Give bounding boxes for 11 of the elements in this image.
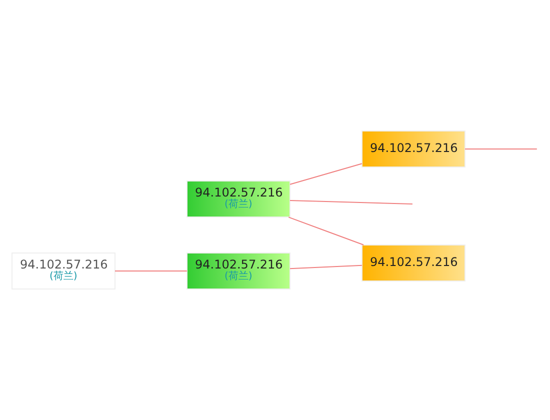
node-box: 94.102.57.216 (荷兰) — [186, 180, 290, 218]
node-box: 94.102.57.216 (荷兰) — [12, 252, 116, 290]
node-box: 94.102.57.216 — [362, 244, 466, 282]
node-box: 94.102.57.216 — [362, 130, 466, 168]
connector — [290, 163, 362, 185]
connector — [464, 148, 538, 150]
node-box: 94.102.57.216 (荷兰) — [186, 252, 290, 290]
connector — [288, 216, 364, 246]
connector — [290, 200, 413, 204]
connector — [114, 270, 188, 272]
connector — [290, 264, 362, 270]
